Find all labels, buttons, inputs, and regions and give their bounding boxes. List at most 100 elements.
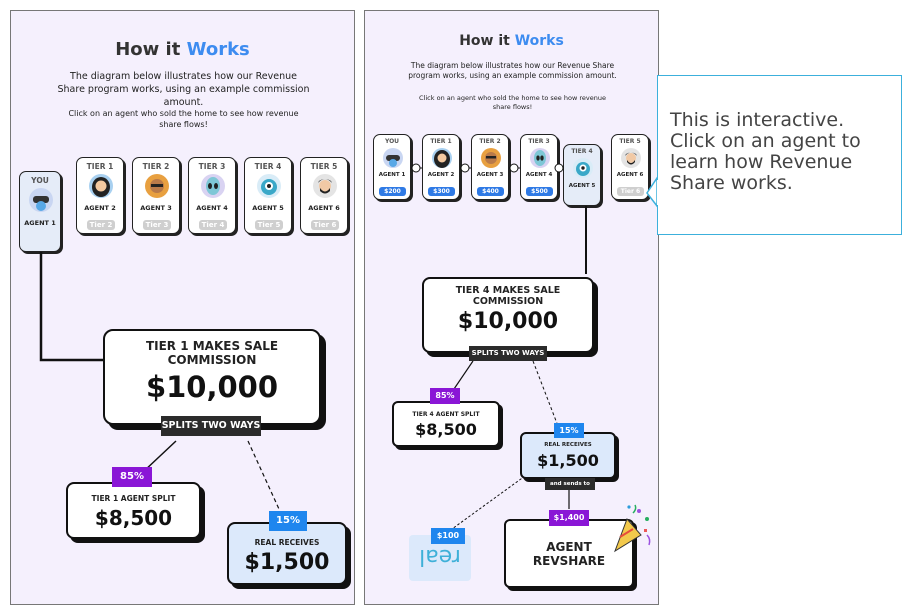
bearded-man-avatar-icon (621, 148, 641, 168)
revshare-title: AGENT (546, 540, 592, 554)
woman-avatar-icon (89, 174, 113, 198)
real-receives-box: REAL RECEIVES $1,500 (227, 522, 347, 585)
revenue-share-panel-right: How it Works The diagram below illustrat… (364, 10, 659, 605)
revshare-subtitle: REVSHARE (532, 554, 606, 569)
and-sends-to-label: and sends to (545, 478, 595, 490)
bald-glasses-avatar-icon (481, 148, 501, 168)
revenue-share-panel-left: How it Works The diagram below illustrat… (10, 10, 355, 605)
tier-label: YOU (31, 176, 49, 185)
real-logo-text: real (419, 544, 461, 569)
agent-name: AGENT 5 (252, 204, 284, 212)
agent-name: AGENT 1 (24, 219, 56, 227)
instruction-text: Click on an agent who sold the home to s… (419, 94, 606, 111)
tier-label: TIER 1 (86, 162, 114, 171)
agent-card-1[interactable]: YOU AGENT 1 (19, 171, 61, 252)
agent-split-label: TIER 4 AGENT SPLIT (412, 411, 480, 418)
agent-split-percent: 85% (430, 388, 460, 404)
woman-avatar-icon (432, 148, 452, 168)
vr-headset-avatar-icon (383, 148, 403, 168)
tier-label: TIER 5 (619, 138, 641, 145)
sale-commission-box: TIER 4 MAKES SALE COMMISSION $10,000 (422, 277, 594, 353)
real-receives-label: REAL RECEIVES (544, 442, 592, 448)
tier-pill: Tier 3 (143, 220, 171, 230)
tier-pill: Tier 6 (311, 220, 339, 230)
sale-title: TIER 1 MAKES SALE (145, 339, 279, 353)
agent-card-2[interactable]: TIER 1 AGENT 2 $300 (422, 134, 460, 200)
agent-name: AGENT 5 (568, 183, 596, 189)
agent-name: AGENT 4 (196, 204, 228, 212)
tier-label: TIER 5 (310, 162, 338, 171)
agent-split-amount: $8,500 (94, 506, 173, 530)
flow-lines (411, 163, 587, 530)
tier-label: TIER 3 (528, 138, 550, 145)
agent-card-3[interactable]: TIER 2 AGENT 3 Tier 3 (132, 157, 180, 234)
tier-label: TIER 2 (479, 138, 501, 145)
agent-name: AGENT 6 (308, 204, 340, 212)
agent-split-box: TIER 4 AGENT SPLIT $8,500 (392, 401, 500, 447)
agent-split-percent: 85% (112, 467, 152, 487)
tier-label: TIER 4 (571, 148, 593, 155)
agent-revshare-box: AGENT REVSHARE (504, 519, 634, 588)
agent-card-5[interactable]: TIER 4 AGENT 5 (563, 144, 601, 206)
agent-card-6[interactable]: TIER 5 AGENT 6 Tier 6 (300, 157, 348, 234)
tier-pill: Tier 6 (617, 187, 644, 196)
agent-card-4[interactable]: TIER 3 AGENT 4 Tier 4 (188, 157, 236, 234)
tier-label: YOU (384, 138, 400, 145)
real-receives-amount: $1,500 (244, 550, 330, 575)
agent-name: AGENT 2 (427, 172, 455, 178)
real-logo-box: real (409, 535, 471, 581)
payout-pill: $500 (526, 187, 553, 196)
sale-commission-box: TIER 1 MAKES SALE COMMISSION $10,000 (103, 329, 321, 425)
real-logo-icon: real (419, 544, 461, 569)
agent-split-box: TIER 1 AGENT SPLIT $8,500 (66, 482, 201, 539)
agent-card-3[interactable]: TIER 2 AGENT 3 $400 (471, 134, 509, 200)
bald-glasses-avatar-icon (145, 174, 169, 198)
description-text: The diagram below illustrates how our Re… (57, 71, 310, 108)
payout-pill: $400 (477, 187, 504, 196)
agent-name: AGENT 2 (84, 204, 116, 212)
real-receives-amount: $1,500 (537, 450, 599, 470)
agent-name: AGENT 4 (525, 172, 553, 178)
agent-card-2[interactable]: TIER 1 AGENT 2 Tier 2 (76, 157, 124, 234)
agent-name: AGENT 6 (616, 172, 644, 178)
tier-pill: Tier 4 (199, 220, 227, 230)
alien-avatar-icon (530, 148, 550, 168)
splits-two-ways-label: SPLITS TWO WAYS (161, 416, 261, 436)
interactive-callout: This is interactive. Click on an agent t… (657, 75, 902, 235)
agent-split-amount: $8,500 (415, 420, 477, 440)
monster-avatar-icon (257, 174, 281, 198)
instruction-text: Click on an agent who sold the home to s… (68, 109, 299, 129)
bearded-man-avatar-icon (313, 174, 337, 198)
tier-pill: Tier 2 (87, 220, 115, 230)
agent-card-5[interactable]: TIER 4 AGENT 5 Tier 5 (244, 157, 292, 234)
agent-card-1[interactable]: YOU AGENT 1 $200 (373, 134, 411, 200)
agent-split-label: TIER 1 AGENT SPLIT (91, 494, 176, 503)
sale-subtitle: COMMISSION (472, 296, 544, 308)
commission-amount: $10,000 (457, 308, 559, 334)
real-logo-amount: $100 (431, 528, 465, 544)
description-text: The diagram below illustrates how our Re… (408, 61, 617, 81)
real-percent: 15% (554, 423, 584, 438)
payout-pill: $300 (428, 187, 455, 196)
alien-avatar-icon (201, 174, 225, 198)
agent-card-6[interactable]: TIER 5 AGENT 6 Tier 6 (611, 134, 649, 200)
splits-two-ways-label: SPLITS TWO WAYS (469, 346, 547, 361)
tier-label: TIER 4 (254, 162, 282, 171)
tier-label: TIER 3 (198, 162, 226, 171)
tier-label: TIER 2 (142, 162, 170, 171)
tier-pill: Tier 5 (255, 220, 283, 230)
monster-avatar-icon (573, 158, 593, 178)
real-percent: 15% (269, 511, 307, 531)
callout-text: This is interactive. Click on an agent t… (670, 109, 861, 194)
real-receives-box: REAL RECEIVES $1,500 (520, 432, 616, 479)
agent-name: AGENT 3 (476, 172, 504, 178)
sale-subtitle: COMMISSION (167, 353, 257, 368)
party-popper-icon (611, 501, 653, 553)
vr-headset-avatar-icon (29, 188, 53, 212)
tier-label: TIER 1 (430, 138, 452, 145)
revshare-amount: $1,400 (549, 510, 589, 526)
flow-lines (39, 252, 280, 510)
sale-title: TIER 4 MAKES SALE (455, 285, 561, 296)
real-receives-label: REAL RECEIVES (254, 538, 320, 547)
commission-amount: $10,000 (145, 369, 279, 404)
